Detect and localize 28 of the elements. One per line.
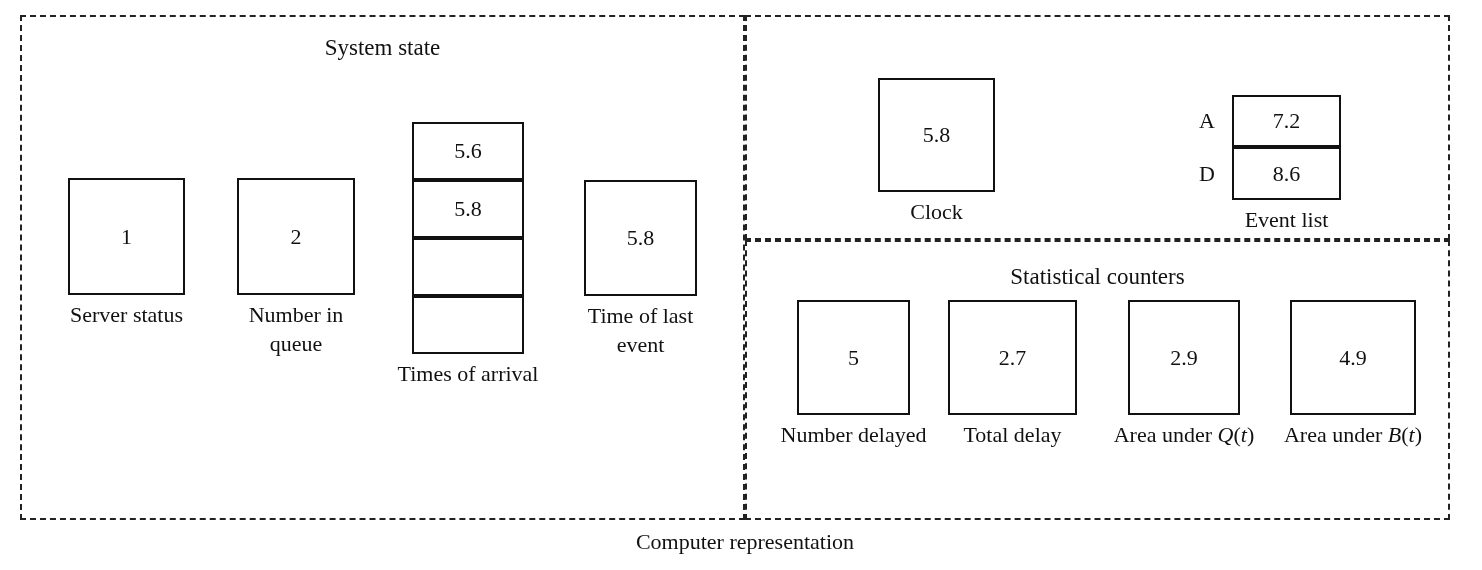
caption-text: Number in queue xyxy=(247,301,345,358)
caption-text: Times of arrival xyxy=(396,360,540,388)
value-box: 5.8 xyxy=(584,180,697,296)
empty-box xyxy=(412,238,524,296)
caption-text: Area under Q(t) xyxy=(1112,421,1256,449)
panel-title: System state xyxy=(323,35,442,61)
figure-caption: Computer representation xyxy=(634,528,856,556)
caption-text: Time of last event xyxy=(586,302,695,359)
value-box: 5.8 xyxy=(412,180,524,238)
value-box: 5.8 xyxy=(878,78,995,192)
value-box: 1 xyxy=(68,178,185,295)
caption-text: Total delay xyxy=(962,421,1063,449)
value-box: 2.9 xyxy=(1128,300,1240,415)
value-box: 2.7 xyxy=(948,300,1077,415)
row-label: D xyxy=(1198,159,1216,188)
dashed-panel xyxy=(20,15,745,520)
caption-text: Area under B(t) xyxy=(1282,421,1424,449)
value-box: 2 xyxy=(237,178,355,295)
value-box: 4.9 xyxy=(1290,300,1416,415)
dashed-panel xyxy=(745,240,1450,520)
caption-text: Number delayed xyxy=(779,421,928,449)
value-box: 5 xyxy=(797,300,910,415)
caption-text: Clock xyxy=(909,198,964,226)
caption-text: Event list xyxy=(1243,206,1330,234)
row-label: A xyxy=(1198,107,1216,135)
dashed-panel xyxy=(745,15,1450,240)
panel-title: Statistical counters xyxy=(1009,264,1186,290)
caption-text: Server status xyxy=(69,301,184,329)
